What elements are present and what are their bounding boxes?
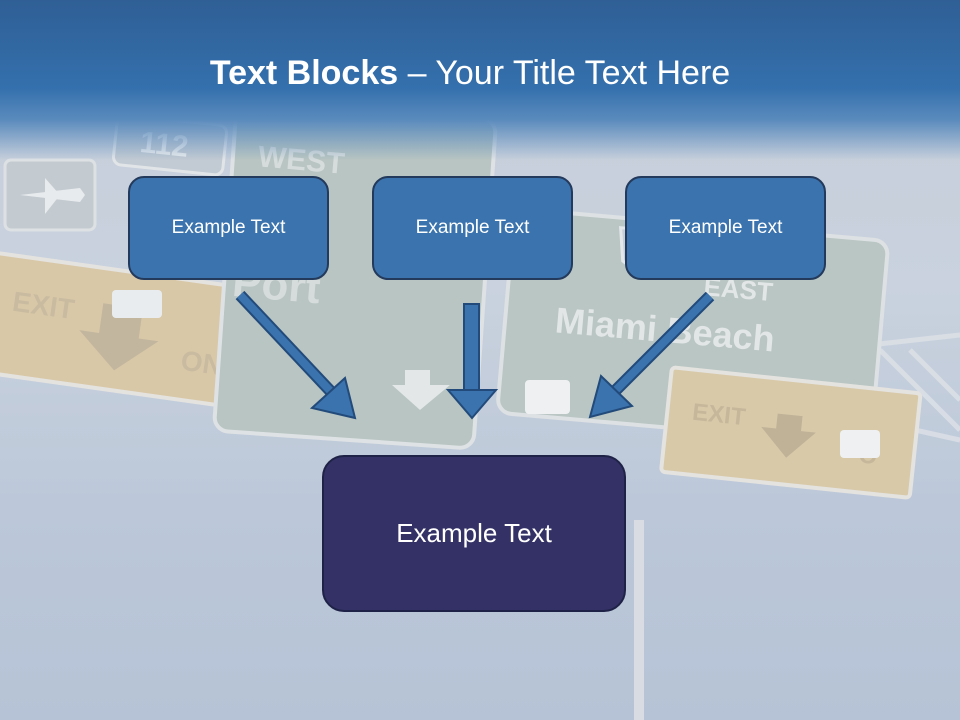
exit-only-sign-right: EXIT O (659, 365, 923, 500)
slide-title-rest: – Your Title Text Here (398, 54, 731, 92)
sign-light (112, 290, 162, 318)
text-block-3[interactable]: Example Text (625, 176, 826, 280)
airplane-icon (20, 178, 85, 214)
text-block-1[interactable]: Example Text (128, 176, 329, 280)
sign-exit-text-right: EXIT (691, 399, 747, 431)
title-bar (0, 0, 960, 160)
slide-title: Text Blocks – Your Title Text Here (0, 54, 940, 93)
slide-title-bold: Text Blocks (209, 54, 399, 92)
sign-light (525, 380, 570, 414)
text-block-2[interactable]: Example Text (372, 176, 573, 280)
sign-pole (634, 520, 644, 720)
main-text-block[interactable]: Example Text (322, 455, 626, 612)
sign-light (840, 430, 880, 458)
